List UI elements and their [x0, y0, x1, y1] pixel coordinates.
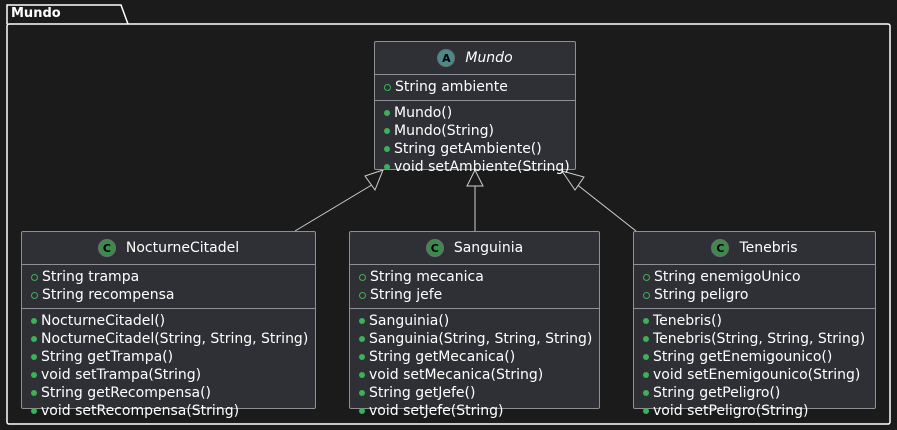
class-header: A Mundo	[375, 42, 575, 75]
package-visibility-icon	[359, 291, 366, 299]
fields-compartment: String ambiente	[375, 75, 575, 101]
class-name: NocturneCitadel	[125, 240, 240, 256]
public-visibility-icon	[359, 318, 365, 324]
public-visibility-icon	[643, 336, 649, 342]
class-header: C Tenebris	[634, 232, 875, 265]
method: Tenebris()	[642, 312, 875, 330]
field: String recompensa	[30, 286, 315, 304]
method: NocturneCitadel()	[30, 312, 315, 330]
method: Sanguinia()	[358, 312, 599, 330]
method: void setMecanica(String)	[358, 366, 599, 384]
method: void setEnemigounico(String)	[642, 366, 875, 384]
method: Mundo(String)	[383, 122, 575, 140]
method: String getAmbiente()	[383, 140, 575, 158]
package-visibility-icon	[384, 83, 391, 91]
class-header: C NocturneCitadel	[22, 232, 315, 265]
method: String getEnemigounico()	[642, 348, 875, 366]
package-visibility-icon	[643, 291, 650, 299]
class-tenebris[interactable]: C Tenebris String enemigoUnico String pe…	[633, 231, 876, 419]
methods-compartment: Sanguinia() Sanguinia(String, String, St…	[350, 309, 599, 424]
class-name: Tenebris	[739, 240, 798, 256]
method: String getMecanica()	[358, 348, 599, 366]
method: String getJefe()	[358, 384, 599, 402]
edge-tenebris-to-mundo	[574, 182, 637, 232]
class-icon: C	[711, 239, 730, 257]
public-visibility-icon	[643, 372, 649, 378]
fields-compartment: String trampa String recompensa	[22, 265, 315, 309]
package-visibility-icon	[31, 273, 38, 281]
method: Tenebris(String, String, String)	[642, 330, 875, 348]
methods-compartment: NocturneCitadel() NocturneCitadel(String…	[22, 309, 315, 424]
method: void setJefe(String)	[358, 402, 599, 420]
field: String peligro	[642, 286, 875, 304]
public-visibility-icon	[359, 354, 365, 360]
package-visibility-icon	[359, 273, 366, 281]
arrowhead-nocturne	[364, 169, 384, 192]
method: void setRecompensa(String)	[30, 402, 315, 420]
method: void setTrampa(String)	[30, 366, 315, 384]
arrowhead-tenebris	[560, 170, 585, 191]
class-icon: C	[425, 239, 444, 257]
public-visibility-icon	[31, 318, 37, 324]
public-visibility-icon	[384, 146, 390, 152]
class-name: Sanguinia	[453, 240, 524, 256]
public-visibility-icon	[359, 390, 365, 396]
field: String mecanica	[358, 268, 599, 286]
field: String trampa	[30, 268, 315, 286]
method: NocturneCitadel(String, String, String)	[30, 330, 315, 348]
method: void setPeligro(String)	[642, 402, 875, 420]
method: String getPeligro()	[642, 384, 875, 402]
class-nocturne-citadel[interactable]: C NocturneCitadel String trampa String r…	[21, 231, 316, 419]
abstract-class-icon: A	[437, 49, 456, 67]
public-visibility-icon	[31, 390, 37, 396]
edge-nocturne-to-mundo	[294, 182, 376, 232]
public-visibility-icon	[384, 128, 390, 134]
method: Mundo()	[383, 104, 575, 122]
methods-compartment: Mundo() Mundo(String) String getAmbiente…	[375, 101, 575, 180]
class-name: Mundo	[465, 50, 513, 66]
class-mundo[interactable]: A Mundo String ambiente Mundo() Mundo(St…	[374, 41, 576, 175]
package-visibility-icon	[31, 291, 38, 299]
inheritance-arrows	[294, 168, 637, 232]
public-visibility-icon	[359, 408, 365, 414]
method: String getRecompensa()	[30, 384, 315, 402]
package-title: Mundo	[11, 6, 61, 21]
public-visibility-icon	[359, 336, 365, 342]
method: String getTrampa()	[30, 348, 315, 366]
public-visibility-icon	[643, 390, 649, 396]
public-visibility-icon	[384, 164, 390, 170]
class-icon: C	[97, 239, 116, 257]
public-visibility-icon	[643, 354, 649, 360]
public-visibility-icon	[359, 372, 365, 378]
method: Sanguinia(String, String, String)	[358, 330, 599, 348]
class-sanguinia[interactable]: C Sanguinia String mecanica String jefe …	[349, 231, 600, 419]
public-visibility-icon	[384, 110, 390, 116]
public-visibility-icon	[31, 354, 37, 360]
methods-compartment: Tenebris() Tenebris(String, String, Stri…	[634, 309, 875, 424]
method: void setAmbiente(String)	[383, 158, 575, 176]
public-visibility-icon	[31, 408, 37, 414]
public-visibility-icon	[31, 372, 37, 378]
public-visibility-icon	[31, 336, 37, 342]
public-visibility-icon	[643, 408, 649, 414]
public-visibility-icon	[643, 318, 649, 324]
package-visibility-icon	[643, 273, 650, 281]
class-header: C Sanguinia	[350, 232, 599, 265]
field: String ambiente	[383, 78, 575, 96]
field: String jefe	[358, 286, 599, 304]
fields-compartment: String enemigoUnico String peligro	[634, 265, 875, 309]
arrowhead-sanguinia	[466, 168, 484, 187]
fields-compartment: String mecanica String jefe	[350, 265, 599, 309]
field: String enemigoUnico	[642, 268, 875, 286]
